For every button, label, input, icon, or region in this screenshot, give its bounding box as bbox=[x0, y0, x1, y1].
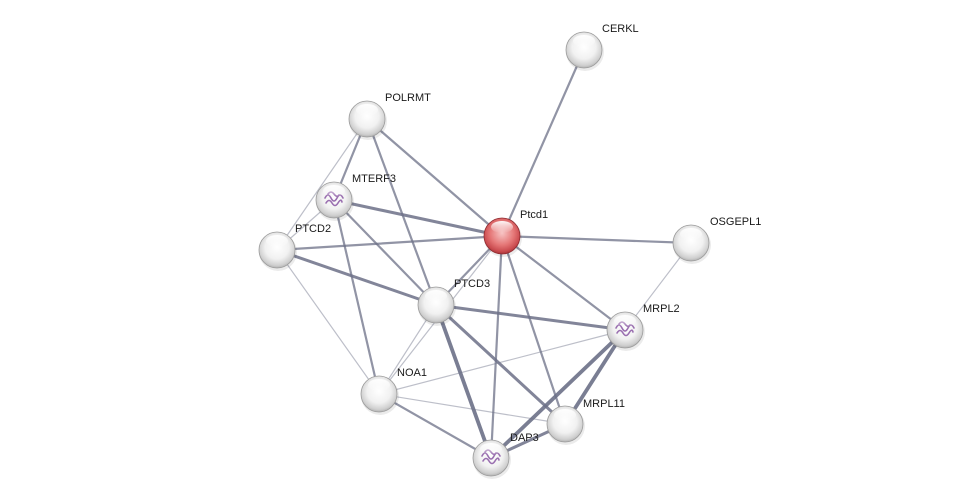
node-cerkl[interactable]: CERKL bbox=[566, 23, 639, 71]
edge-ptcd3-dap3[interactable] bbox=[436, 305, 491, 458]
node-highlight bbox=[425, 290, 447, 302]
node-label-ptcd2: PTCD2 bbox=[295, 223, 331, 235]
node-highlight bbox=[491, 221, 513, 233]
node-label-dap3: DAP3 bbox=[510, 432, 539, 444]
node-highlight bbox=[680, 228, 702, 240]
edge-mterf3-noa1[interactable] bbox=[334, 200, 379, 394]
node-label-mrpl11: MRPL11 bbox=[583, 398, 625, 410]
edge-ptcd1-osgepl1[interactable] bbox=[502, 236, 691, 243]
node-highlight bbox=[266, 235, 288, 247]
node-highlight bbox=[368, 379, 390, 391]
edge-ptcd1-dap3[interactable] bbox=[491, 236, 502, 458]
node-label-osgepl1: OSGEPL1 bbox=[710, 216, 761, 228]
edges-layer bbox=[277, 50, 691, 458]
node-highlight bbox=[573, 35, 595, 47]
edge-mterf3-ptcd1[interactable] bbox=[334, 200, 502, 236]
node-label-ptcd1: Ptcd1 bbox=[520, 209, 548, 221]
edge-mterf3-ptcd3[interactable] bbox=[334, 200, 436, 305]
node-osgepl1[interactable]: OSGEPL1 bbox=[673, 216, 761, 264]
edge-polrmt-ptcd3[interactable] bbox=[367, 119, 436, 305]
node-label-mrpl2: MRPL2 bbox=[643, 303, 680, 315]
node-mterf3[interactable]: MTERF3 bbox=[316, 173, 396, 221]
node-label-mterf3: MTERF3 bbox=[352, 173, 396, 185]
node-highlight bbox=[323, 185, 345, 197]
node-label-polrmt: POLRMT bbox=[385, 92, 431, 104]
node-highlight bbox=[554, 409, 576, 421]
node-highlight bbox=[614, 315, 636, 327]
node-mrpl2[interactable]: MRPL2 bbox=[607, 303, 680, 351]
edge-ptcd2-noa1[interactable] bbox=[277, 250, 379, 394]
node-highlight bbox=[480, 443, 502, 455]
node-ptcd1[interactable]: Ptcd1 bbox=[484, 209, 548, 257]
node-highlight bbox=[356, 104, 378, 116]
node-label-cerkl: CERKL bbox=[602, 23, 639, 35]
node-label-noa1: NOA1 bbox=[397, 367, 427, 379]
node-polrmt[interactable]: POLRMT bbox=[349, 92, 431, 140]
node-label-ptcd3: PTCD3 bbox=[454, 278, 490, 290]
edge-ptcd2-ptcd1[interactable] bbox=[277, 236, 502, 250]
